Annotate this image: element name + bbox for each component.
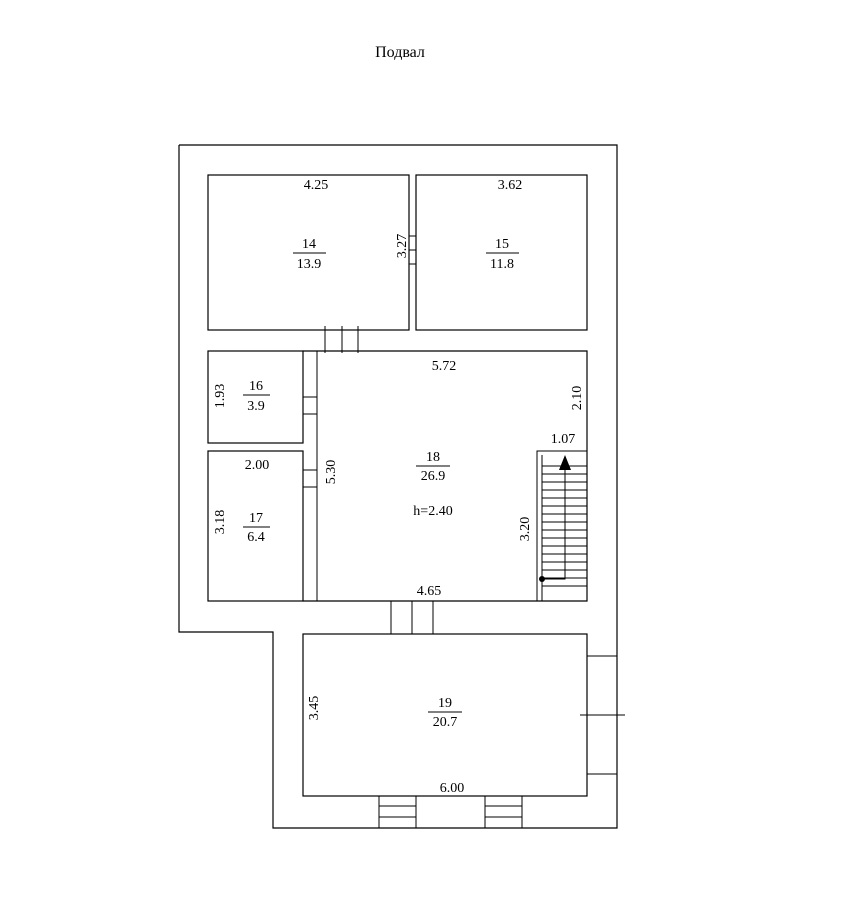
room-number: 18 [426, 450, 440, 465]
room-area: 13.9 [297, 257, 322, 272]
room-number: 15 [495, 237, 509, 252]
dim-r18-right-upper: 2.10 [570, 386, 585, 411]
room-area: 26.9 [421, 469, 446, 484]
room-number: 14 [302, 237, 316, 252]
dim-r15-width: 3.62 [498, 178, 523, 193]
dim-stair-width: 1.07 [551, 432, 576, 447]
dim-r18-top: 5.72 [432, 359, 457, 374]
window-19-bottom-right [484, 796, 523, 828]
door-17 [303, 469, 317, 488]
room-17-label: 17 6.4 [243, 511, 270, 545]
room-15-label: 15 11.8 [486, 237, 519, 272]
dim-r19-width: 6.00 [440, 781, 465, 796]
window-19-right [580, 655, 625, 775]
room-15-outline [415, 174, 588, 331]
dim-r14-width: 4.25 [304, 178, 329, 193]
dim-r16-depth: 1.93 [213, 384, 228, 409]
room-14-outline [207, 174, 410, 331]
room-number: 16 [249, 379, 263, 394]
dim-r19-depth: 3.45 [307, 696, 322, 721]
staircase [536, 450, 588, 602]
room-14-label: 14 13.9 [293, 237, 326, 272]
room-number: 17 [249, 511, 263, 526]
dim-stair-length: 3.20 [518, 517, 533, 542]
outer-wall [178, 144, 618, 829]
room-area: 6.4 [247, 530, 265, 545]
door-18-19 [390, 601, 434, 634]
door-14-hall [324, 326, 359, 353]
room-19-label: 19 20.7 [428, 696, 462, 730]
door-14-15 [409, 235, 416, 265]
room-area: 3.9 [247, 399, 265, 414]
dim-r18-bottom: 4.65 [417, 584, 442, 599]
door-16 [303, 396, 317, 415]
dim-corridor-length: 5.30 [324, 460, 339, 485]
window-19-bottom-left [378, 796, 417, 828]
room-18-label: 18 26.9 [416, 450, 450, 484]
room-area: 20.7 [433, 715, 458, 730]
room-area: 11.8 [490, 257, 514, 272]
room-16-label: 16 3.9 [243, 379, 270, 414]
dim-r14-15-depth: 3.27 [395, 234, 410, 259]
plan-title: Подвал [375, 44, 425, 61]
room-number: 19 [438, 696, 452, 711]
dim-r17-depth: 3.18 [213, 510, 228, 535]
ceiling-height: h=2.40 [413, 504, 452, 519]
dim-r17-width: 2.00 [245, 458, 270, 473]
room-17-outline [207, 450, 304, 602]
